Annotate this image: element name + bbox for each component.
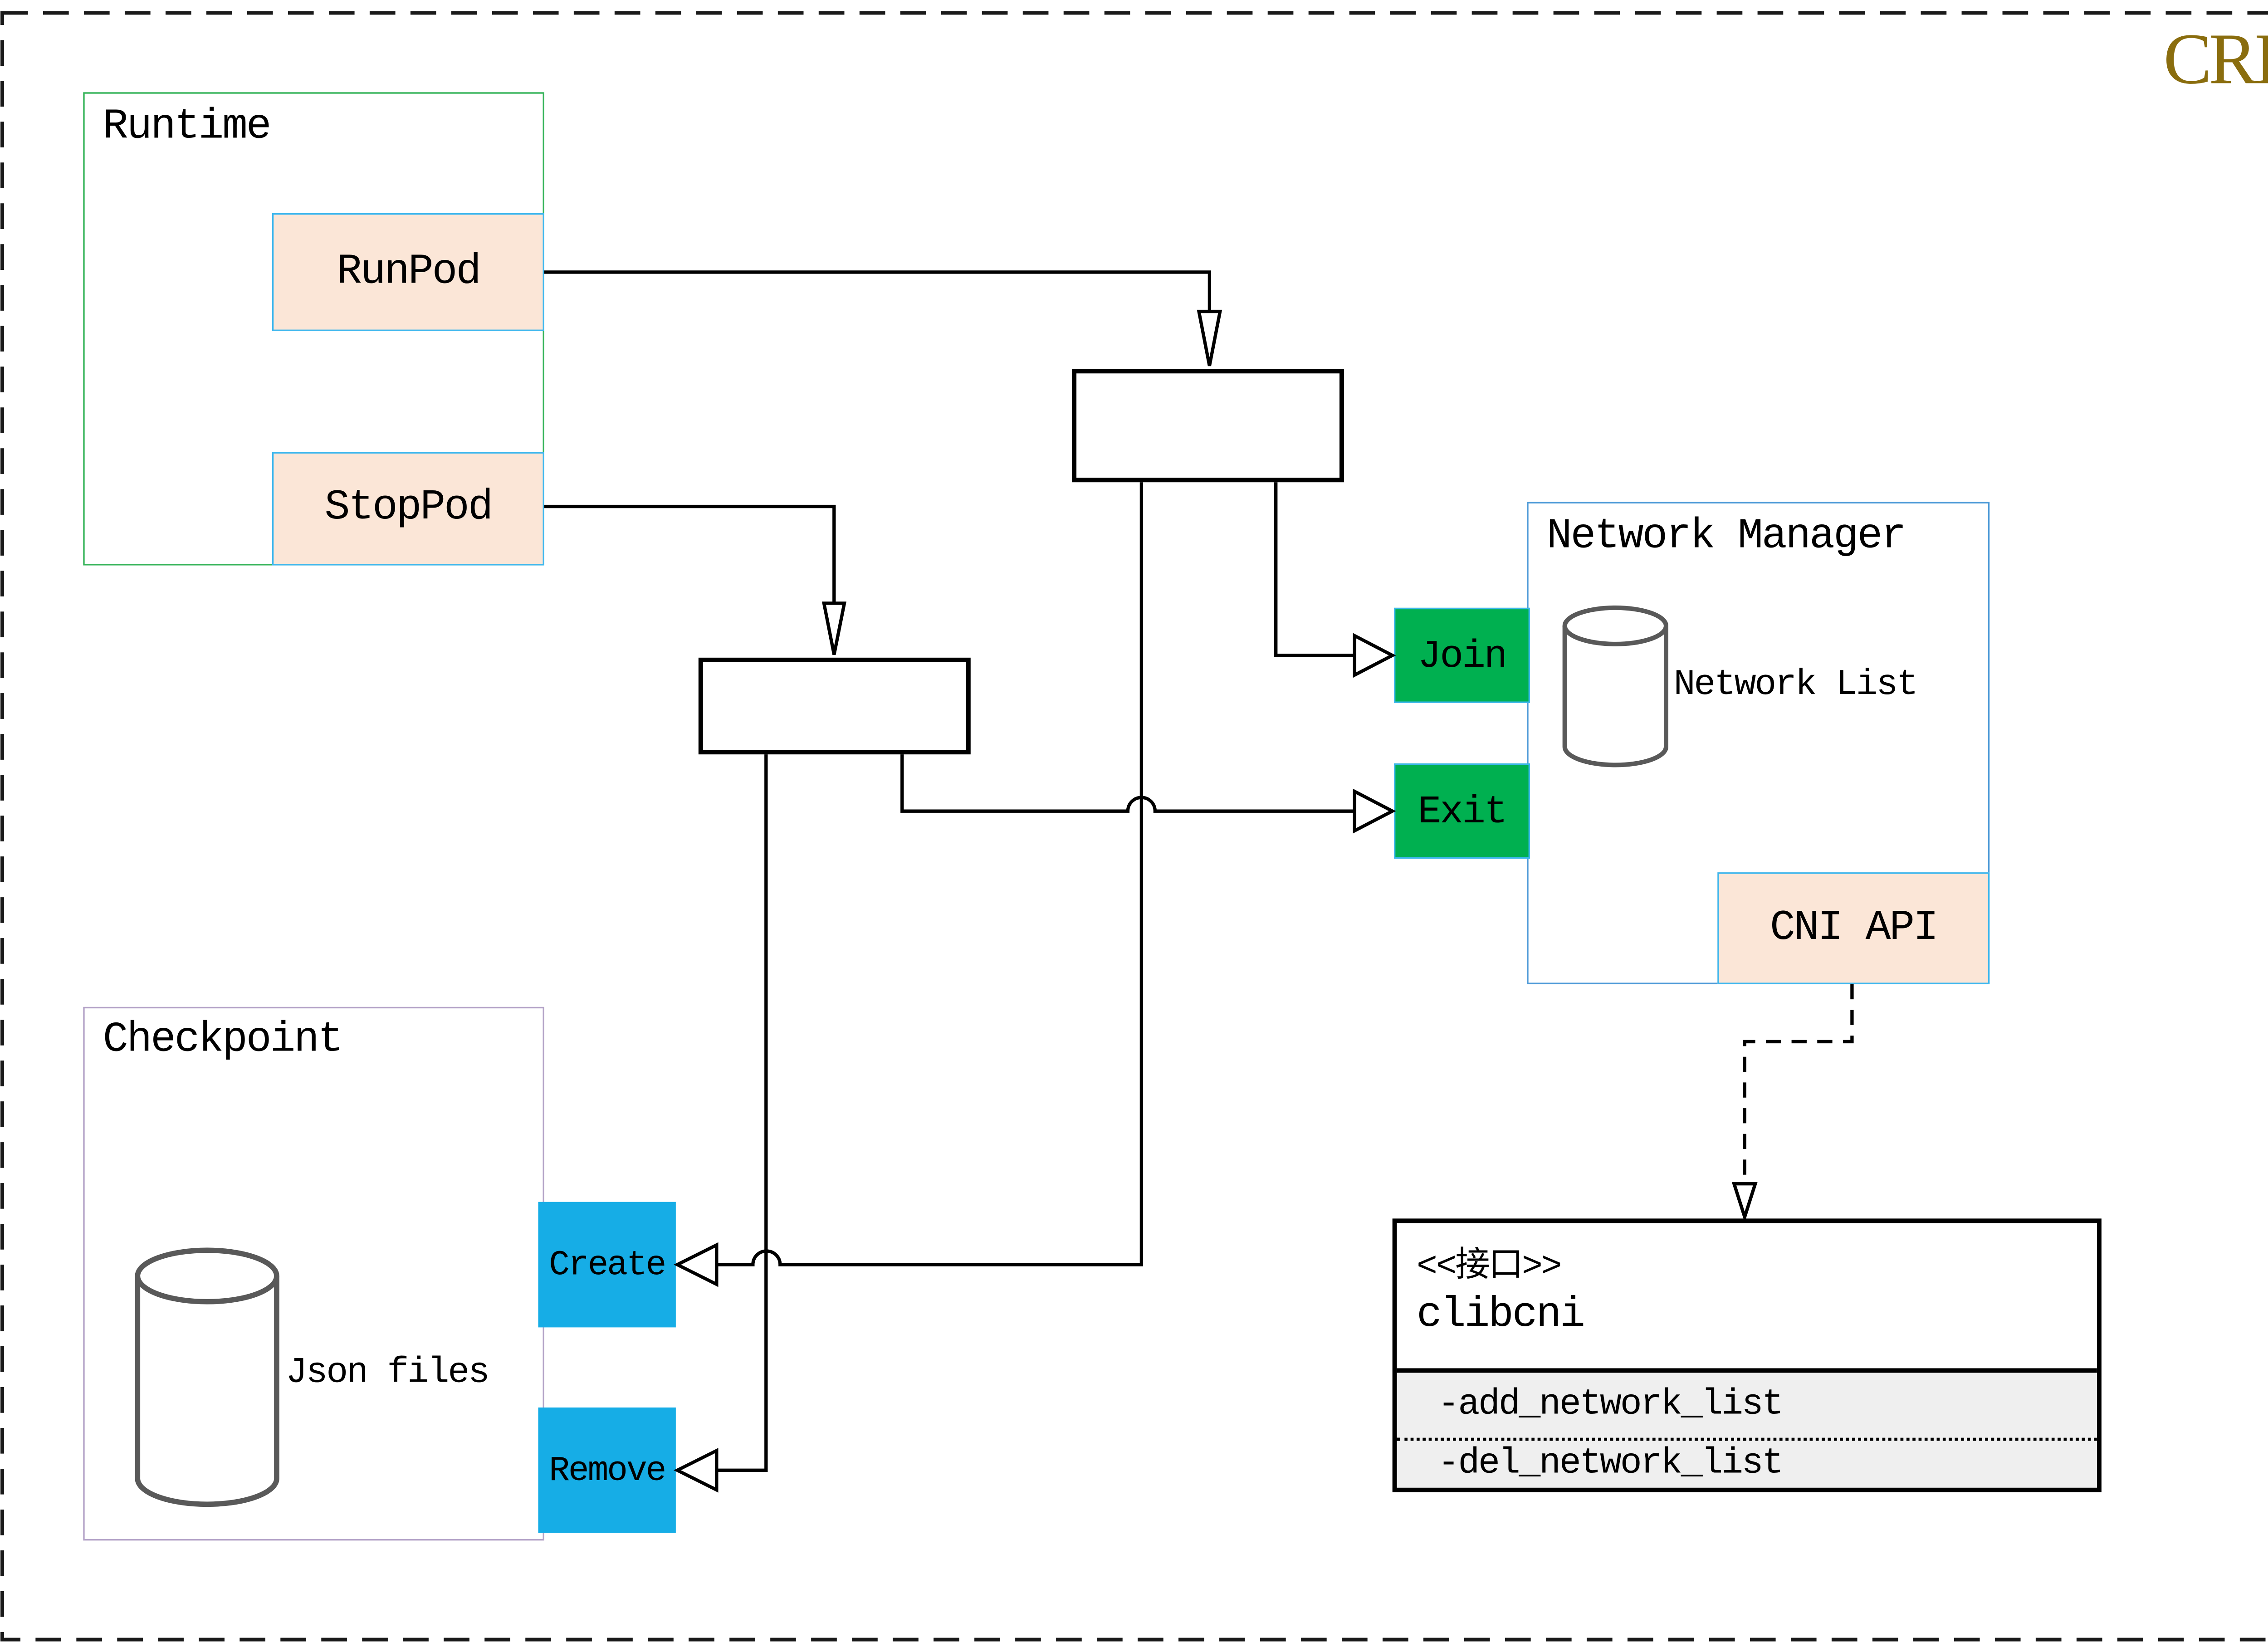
connector-runpod-to-router1 <box>544 270 1212 312</box>
checkpoint-title: Checkpoint <box>103 1017 343 1065</box>
arrowhead-right-join-icon <box>1353 633 1396 678</box>
connector-cniapi-to-clibcni <box>1743 984 1854 1184</box>
arrowhead-left-create-icon <box>673 1242 719 1287</box>
create-node: Create <box>538 1202 676 1328</box>
connector-router2-to-remove <box>716 754 768 1472</box>
method-del-network-list: -del_network_list <box>1437 1444 1784 1485</box>
exit-node: Exit <box>1394 763 1530 859</box>
connector-stoppod-to-router2 <box>544 504 836 603</box>
remove-node: Remove <box>538 1408 676 1533</box>
runpod-node: RunPod <box>272 213 544 331</box>
network-list-label: Network List <box>1673 665 1918 706</box>
stoppod-node: StopPod <box>272 452 544 566</box>
arrowhead-down-clibcni-icon <box>1731 1182 1758 1223</box>
cni-api-node: CNI API <box>1717 872 1990 984</box>
clibcni-interface-box: <<接口>> clibcni -add_network_list -del_ne… <box>1392 1218 2102 1492</box>
method-add-network-list: -add_network_list <box>1397 1373 2097 1441</box>
interface-name-label: clibcni <box>1417 1292 1585 1340</box>
arrowhead-left-remove-icon <box>673 1448 719 1493</box>
cri-watermark: CRI <box>2163 20 2268 100</box>
connector-router1-to-create <box>716 482 1144 1266</box>
connector-router2-to-exit <box>900 754 1355 813</box>
interface-stereotype-label: <<接口>> <box>1417 1247 1562 1287</box>
router-box-1 <box>1072 369 1344 483</box>
arrowhead-down-router1-icon <box>1197 309 1222 367</box>
clibcni-methods-section: -add_network_list -del_network_list <box>1397 1368 2097 1488</box>
join-node: Join <box>1394 607 1530 703</box>
runtime-title: Runtime <box>103 104 272 152</box>
checkpoint-box: Checkpoint <box>83 1007 544 1541</box>
arrowhead-right-exit-icon <box>1353 788 1396 834</box>
json-files-label: Json files <box>285 1353 490 1394</box>
clibcni-header: <<接口>> clibcni <box>1397 1223 2097 1368</box>
network-manager-title: Network Manager <box>1546 514 1906 561</box>
arrowhead-down-router2-icon <box>822 601 846 655</box>
router-box-2 <box>698 657 971 755</box>
connector-router1-to-join <box>1274 482 1355 657</box>
